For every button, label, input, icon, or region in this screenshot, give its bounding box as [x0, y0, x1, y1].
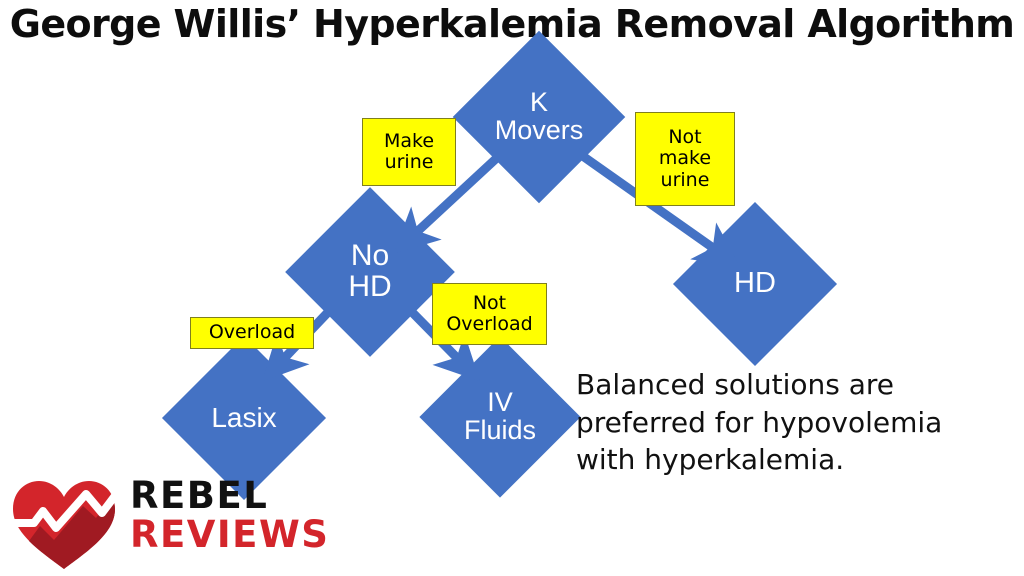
flow-node-label: K Movers: [494, 87, 584, 145]
flow-node-label: No HD: [348, 239, 392, 303]
heart-ekg-icon: [10, 481, 118, 569]
edge-label-not-overload: Not Overload: [432, 283, 547, 345]
flow-node-label: HD: [734, 267, 776, 300]
rebel-reviews-logo: REBEL REVIEWS: [10, 474, 330, 570]
flow-node-hd[interactable]: HD: [672, 201, 838, 367]
flow-node-label: Lasix: [211, 401, 277, 433]
flow-node-label: IV Fluids: [463, 387, 537, 445]
logo-line-reviews: REVIEWS: [130, 513, 330, 557]
body-paragraph: Balanced solutions are preferred for hyp…: [576, 368, 943, 477]
flow-node-k-movers[interactable]: K Movers: [452, 30, 626, 204]
flow-node-lasix[interactable]: Lasix: [161, 335, 327, 501]
logo-wordmark: REBEL REVIEWS: [130, 474, 330, 557]
edge-label-make-urine: Make urine: [362, 118, 456, 186]
page-title: George Willis’ Hyperkalemia Removal Algo…: [9, 2, 1015, 46]
flow-node-no-hd[interactable]: No HD: [285, 187, 455, 357]
flow-node-iv-fluids[interactable]: IV Fluids: [419, 336, 581, 498]
edge-label-overload: Overload: [190, 317, 314, 349]
edge-label-not-make-urine: Not make urine: [635, 112, 735, 206]
logo-line-rebel: REBEL: [130, 474, 269, 517]
